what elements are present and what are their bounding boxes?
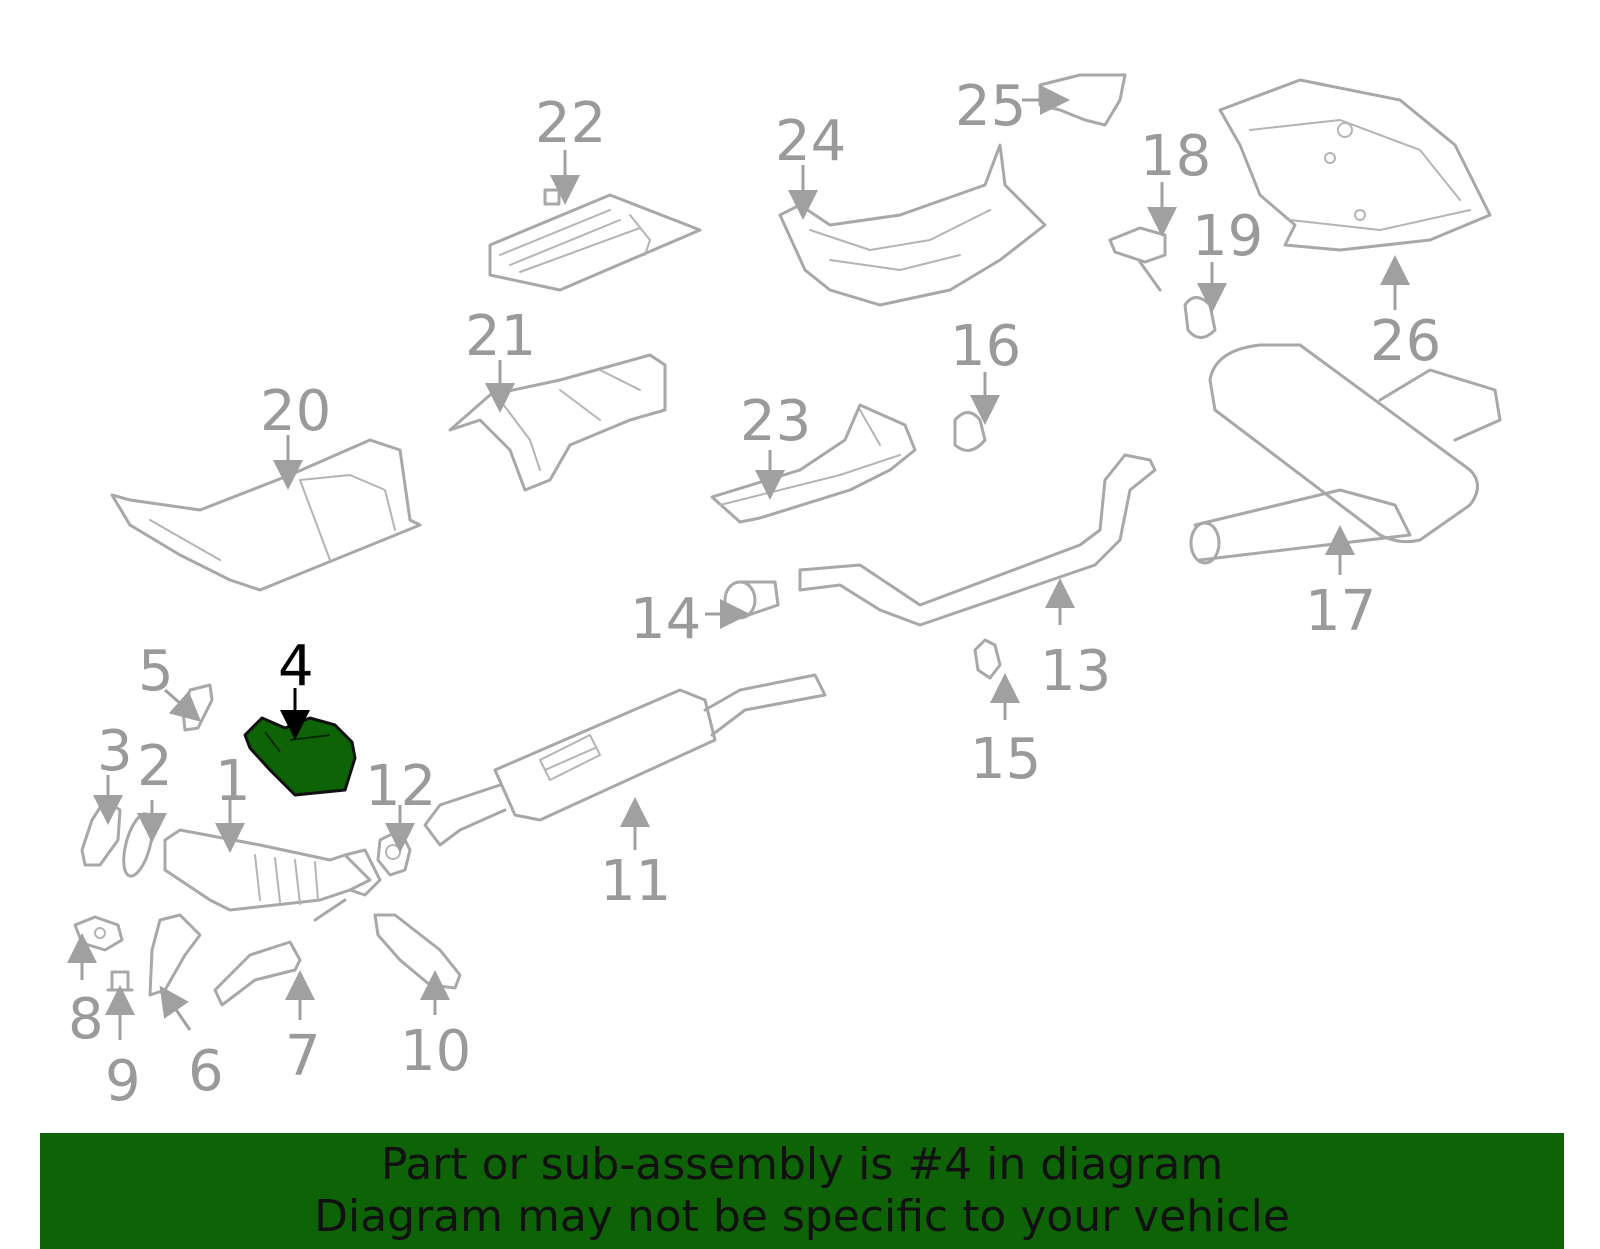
callout-24: 24	[775, 109, 846, 174]
callout-1: 1	[215, 749, 251, 814]
callout-6: 6	[188, 1039, 224, 1104]
part-11-muffler	[423, 673, 827, 847]
part-26-heat-shield	[1218, 78, 1492, 252]
callout-22: 22	[535, 91, 606, 156]
callout-11: 11	[600, 849, 671, 914]
part-3-clamp	[80, 798, 122, 867]
callout-17: 17	[1305, 579, 1376, 644]
part-18-bracket	[1108, 226, 1167, 292]
callout-25: 25	[955, 74, 1026, 139]
callout-18: 18	[1140, 124, 1211, 189]
part-22-heat-shield	[488, 188, 702, 292]
callout-2: 2	[137, 734, 173, 799]
part-12-gasket	[376, 828, 412, 877]
part-9-bolt	[106, 970, 134, 992]
info-banner: Part or sub-assembly is #4 in diagram Di…	[40, 1133, 1564, 1249]
part-8-gasket	[73, 915, 124, 952]
callout-20: 20	[260, 379, 331, 444]
part-13-pipe	[798, 453, 1157, 627]
part-16-hanger	[953, 411, 987, 452]
banner-line-2: Diagram may not be specific to your vehi…	[314, 1191, 1290, 1242]
banner-line-1: Part or sub-assembly is #4 in diagram	[380, 1139, 1224, 1190]
callout-9: 9	[105, 1049, 141, 1114]
callout-8: 8	[68, 987, 104, 1052]
part-7-bracket	[213, 940, 302, 1007]
part-1-converter	[163, 828, 382, 922]
callout-12: 12	[365, 754, 436, 819]
callout-4: 4	[278, 634, 314, 699]
part-19-hanger	[1183, 296, 1217, 339]
part-10-bracket	[373, 913, 462, 990]
part-6-bracket	[148, 913, 202, 997]
callout-3: 3	[97, 719, 133, 784]
callout-14: 14	[630, 587, 701, 652]
callout-19: 19	[1192, 204, 1263, 269]
part-4-heat-shield-highlighted[interactable]	[243, 716, 357, 797]
callout-10: 10	[400, 1019, 471, 1084]
part-15-hanger	[973, 638, 1002, 680]
callout-7: 7	[285, 1024, 321, 1089]
callout-labels: 1 2 3 4 5 6 7 8 9 10 11 12 13 14 15 16 1…	[68, 74, 1441, 1114]
part-5-gasket	[181, 683, 214, 732]
part-24-heat-shield	[778, 143, 1047, 307]
callout-5: 5	[138, 639, 174, 704]
callout-arrows	[67, 85, 1410, 1040]
callout-13: 13	[1040, 639, 1111, 704]
callout-23: 23	[740, 389, 811, 454]
part-20-heat-shield	[110, 438, 422, 592]
callout-15: 15	[970, 727, 1041, 792]
callout-21: 21	[465, 304, 536, 369]
part-21-heat-shield	[448, 353, 667, 492]
callout-26: 26	[1370, 309, 1441, 374]
callout-16: 16	[950, 314, 1021, 379]
part-17-rear-muffler	[1189, 343, 1502, 565]
